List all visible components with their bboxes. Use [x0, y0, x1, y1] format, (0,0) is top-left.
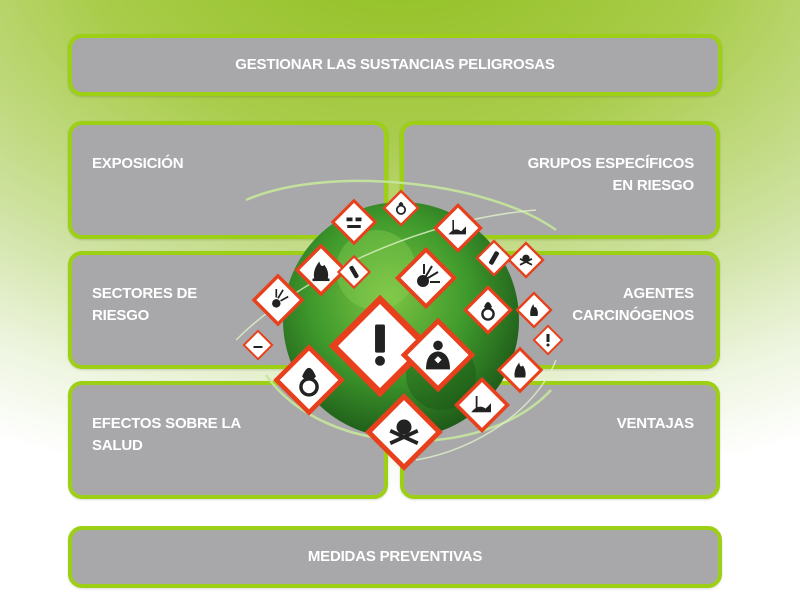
advantages-label: VENTAJAS [616, 415, 695, 432]
exposure-label: EXPOSICIÓN [92, 155, 184, 172]
preventive-measures-button[interactable]: MEDIDAS PREVENTIVAS [68, 526, 722, 588]
preventive-measures-label: MEDIDAS PREVENTIVAS [307, 548, 483, 565]
advantages-card[interactable]: VENTAJAS [400, 381, 720, 499]
risk-sectors-label: SECTORES DE RIESGO [92, 285, 198, 324]
manage-hazardous-substances-button[interactable]: GESTIONAR LAS SUSTANCIAS PELIGROSAS [68, 34, 722, 96]
specific-risk-groups-card[interactable]: GRUPOS ESPECÍFICOS EN RIESGO [400, 121, 720, 239]
risk-sectors-card[interactable]: SECTORES DE RIESGO [68, 251, 388, 369]
exposure-card[interactable]: EXPOSICIÓN [68, 121, 388, 239]
carcinogenic-agents-label: AGENTES CARCINÓGENOS [572, 285, 694, 324]
carcinogenic-agents-card[interactable]: AGENTES CARCINÓGENOS [400, 251, 720, 369]
health-effects-card[interactable]: EFECTOS SOBRE LA SALUD [68, 381, 388, 499]
manage-hazardous-substances-label: GESTIONAR LAS SUSTANCIAS PELIGROSAS [235, 56, 555, 73]
health-effects-label: EFECTOS SOBRE LA SALUD [92, 415, 242, 454]
specific-risk-groups-label: GRUPOS ESPECÍFICOS EN RIESGO [527, 155, 695, 194]
